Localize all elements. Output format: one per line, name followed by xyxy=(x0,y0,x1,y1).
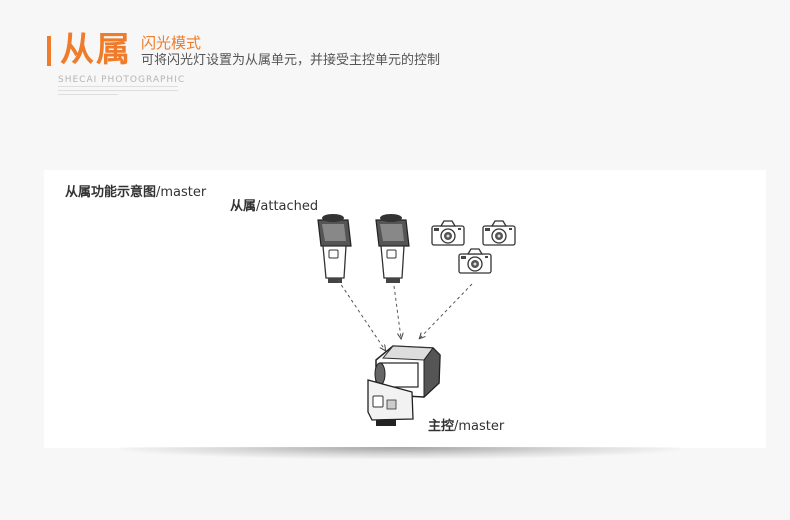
attached-label-bold: 从属 xyxy=(230,199,257,214)
title-accent-bar xyxy=(47,36,51,66)
diagram-title-rest: /master xyxy=(156,185,207,200)
slave-flash-icon-2 xyxy=(375,213,410,284)
camera-icon-1 xyxy=(431,220,465,246)
master-label: 主控/master xyxy=(428,415,504,434)
diagram-title: 从属功能示意图/master xyxy=(65,181,206,200)
master-flash-icon xyxy=(367,345,441,426)
camera-icon-3 xyxy=(458,248,492,274)
page-subtitle: 闪光模式 xyxy=(141,34,202,52)
arrow-icon-3 xyxy=(420,283,473,338)
page-title: 从属 xyxy=(60,30,132,70)
page-description: 可将闪光灯设置为从属单元，并接受主控单元的控制 xyxy=(141,53,441,68)
diagram-title-bold: 从属功能示意图 xyxy=(65,185,157,200)
panel-shadow xyxy=(120,447,680,459)
master-label-bold: 主控 xyxy=(428,419,455,434)
arrow-icon-2 xyxy=(393,285,401,338)
decorative-lines xyxy=(58,86,178,98)
attached-label: 从属/attached xyxy=(230,195,318,214)
brand-english: SHECAI PHOTOGRAPHIC xyxy=(58,75,186,85)
arrow-icon-1 xyxy=(337,279,385,350)
slave-flash-icon-1 xyxy=(317,213,352,284)
master-label-rest: /master xyxy=(454,419,505,434)
attached-label-rest: /attached xyxy=(256,199,319,214)
camera-icon-2 xyxy=(482,220,516,246)
